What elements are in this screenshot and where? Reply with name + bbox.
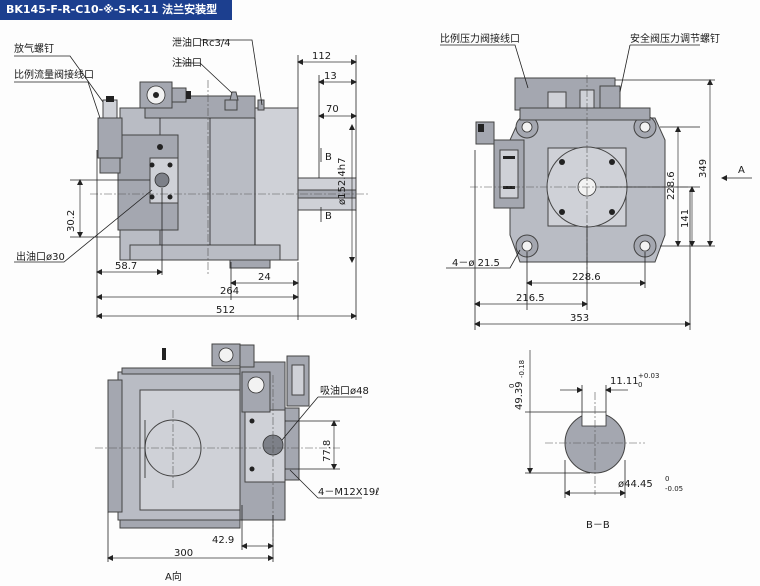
dim-264: 264: [220, 286, 239, 297]
section-bb-label: B－B: [586, 520, 610, 531]
dim-24: 24: [258, 272, 271, 283]
dim-353: 353: [570, 313, 589, 324]
dim-shaft-dia-bb: ø44.45: [618, 479, 653, 490]
dim-30-2: 30.2: [66, 210, 77, 232]
mount-hole-tr: [639, 121, 651, 133]
label-drain-port: 泄油口Rc3/4: [172, 36, 231, 49]
section-b-top: B: [325, 152, 332, 163]
dim-349: 349: [698, 159, 709, 178]
dim-512: 512: [216, 305, 235, 316]
dim-112: 112: [312, 51, 331, 62]
dim-shaft-dia: ø152.4h7: [337, 158, 348, 205]
label-bleed-screw: 放气螺钉: [14, 42, 54, 55]
arrow-a: A: [738, 165, 745, 176]
front-view: 112 13 70 B B ø152.4h7 30.2: [14, 36, 370, 320]
label-fill-port: 注油口: [172, 56, 202, 69]
dim-58-7: 58.7: [115, 261, 137, 272]
dim-key-width: 11.11: [610, 376, 639, 387]
mount-hole-br: [639, 240, 651, 252]
label-flow-connector: 比例流量阀接线口: [14, 68, 94, 81]
dim-300: 300: [174, 548, 193, 559]
dim-216-5: 216.5: [516, 293, 545, 304]
dim-key-height-tol: 0: [508, 384, 516, 388]
dim-228-6-h: 228.6: [572, 272, 601, 283]
dim-42-9: 42.9: [212, 535, 234, 546]
dim-77-8: 77.8: [322, 440, 333, 462]
dim-key-height-tol-low: -0.18: [518, 360, 526, 378]
dim-key-width-tol-up: +0.03: [638, 372, 659, 380]
mount-hole-bl: [521, 240, 533, 252]
dim-141: 141: [680, 209, 691, 228]
label-bolts: 4－M12X19ℓ: [318, 487, 379, 498]
label-pressure-connector: 比例压力阀接线口: [440, 32, 520, 45]
outlet-port-circle: [154, 172, 170, 188]
label-relief-screw: 安全阀压力调节螺钉: [630, 32, 720, 45]
dim-13: 13: [324, 71, 337, 82]
dim-shaft-tol-up: 0: [665, 475, 669, 483]
section-b-bottom: B: [325, 211, 332, 222]
label-outlet-port: 出油口ø30: [16, 250, 65, 263]
dim-key-height: 49.39: [514, 381, 525, 410]
drawing-title: BK145-F-R-C10-※-S-K-11 法兰安装型: [0, 0, 232, 20]
label-suction-port: 吸油口ø48: [320, 384, 369, 397]
dim-key-width-tol-low: 0: [638, 381, 642, 389]
dim-228-6-v: 228.6: [666, 171, 677, 200]
side-view: 349 228.6 141 A 228.6 216.5 353 比例压力阀接线口: [440, 32, 752, 330]
flow-valve-connector: [97, 117, 123, 159]
bottom-view-a: 77.8 42.9 300 吸油口ø48 4－M12X19ℓ A向: [95, 343, 379, 583]
dim-shaft-tol-low: -0.05: [665, 485, 683, 493]
section-bb: 49.39 0 -0.18 11.11 +0.03 0 ø44.45 0 -0.…: [508, 350, 683, 531]
keyway: [581, 411, 607, 427]
dim-70: 70: [326, 104, 339, 115]
label-view-a: A向: [165, 570, 182, 583]
mount-hole-tl: [521, 121, 533, 133]
label-mount-holes: 4－ø 21.5: [452, 258, 500, 269]
